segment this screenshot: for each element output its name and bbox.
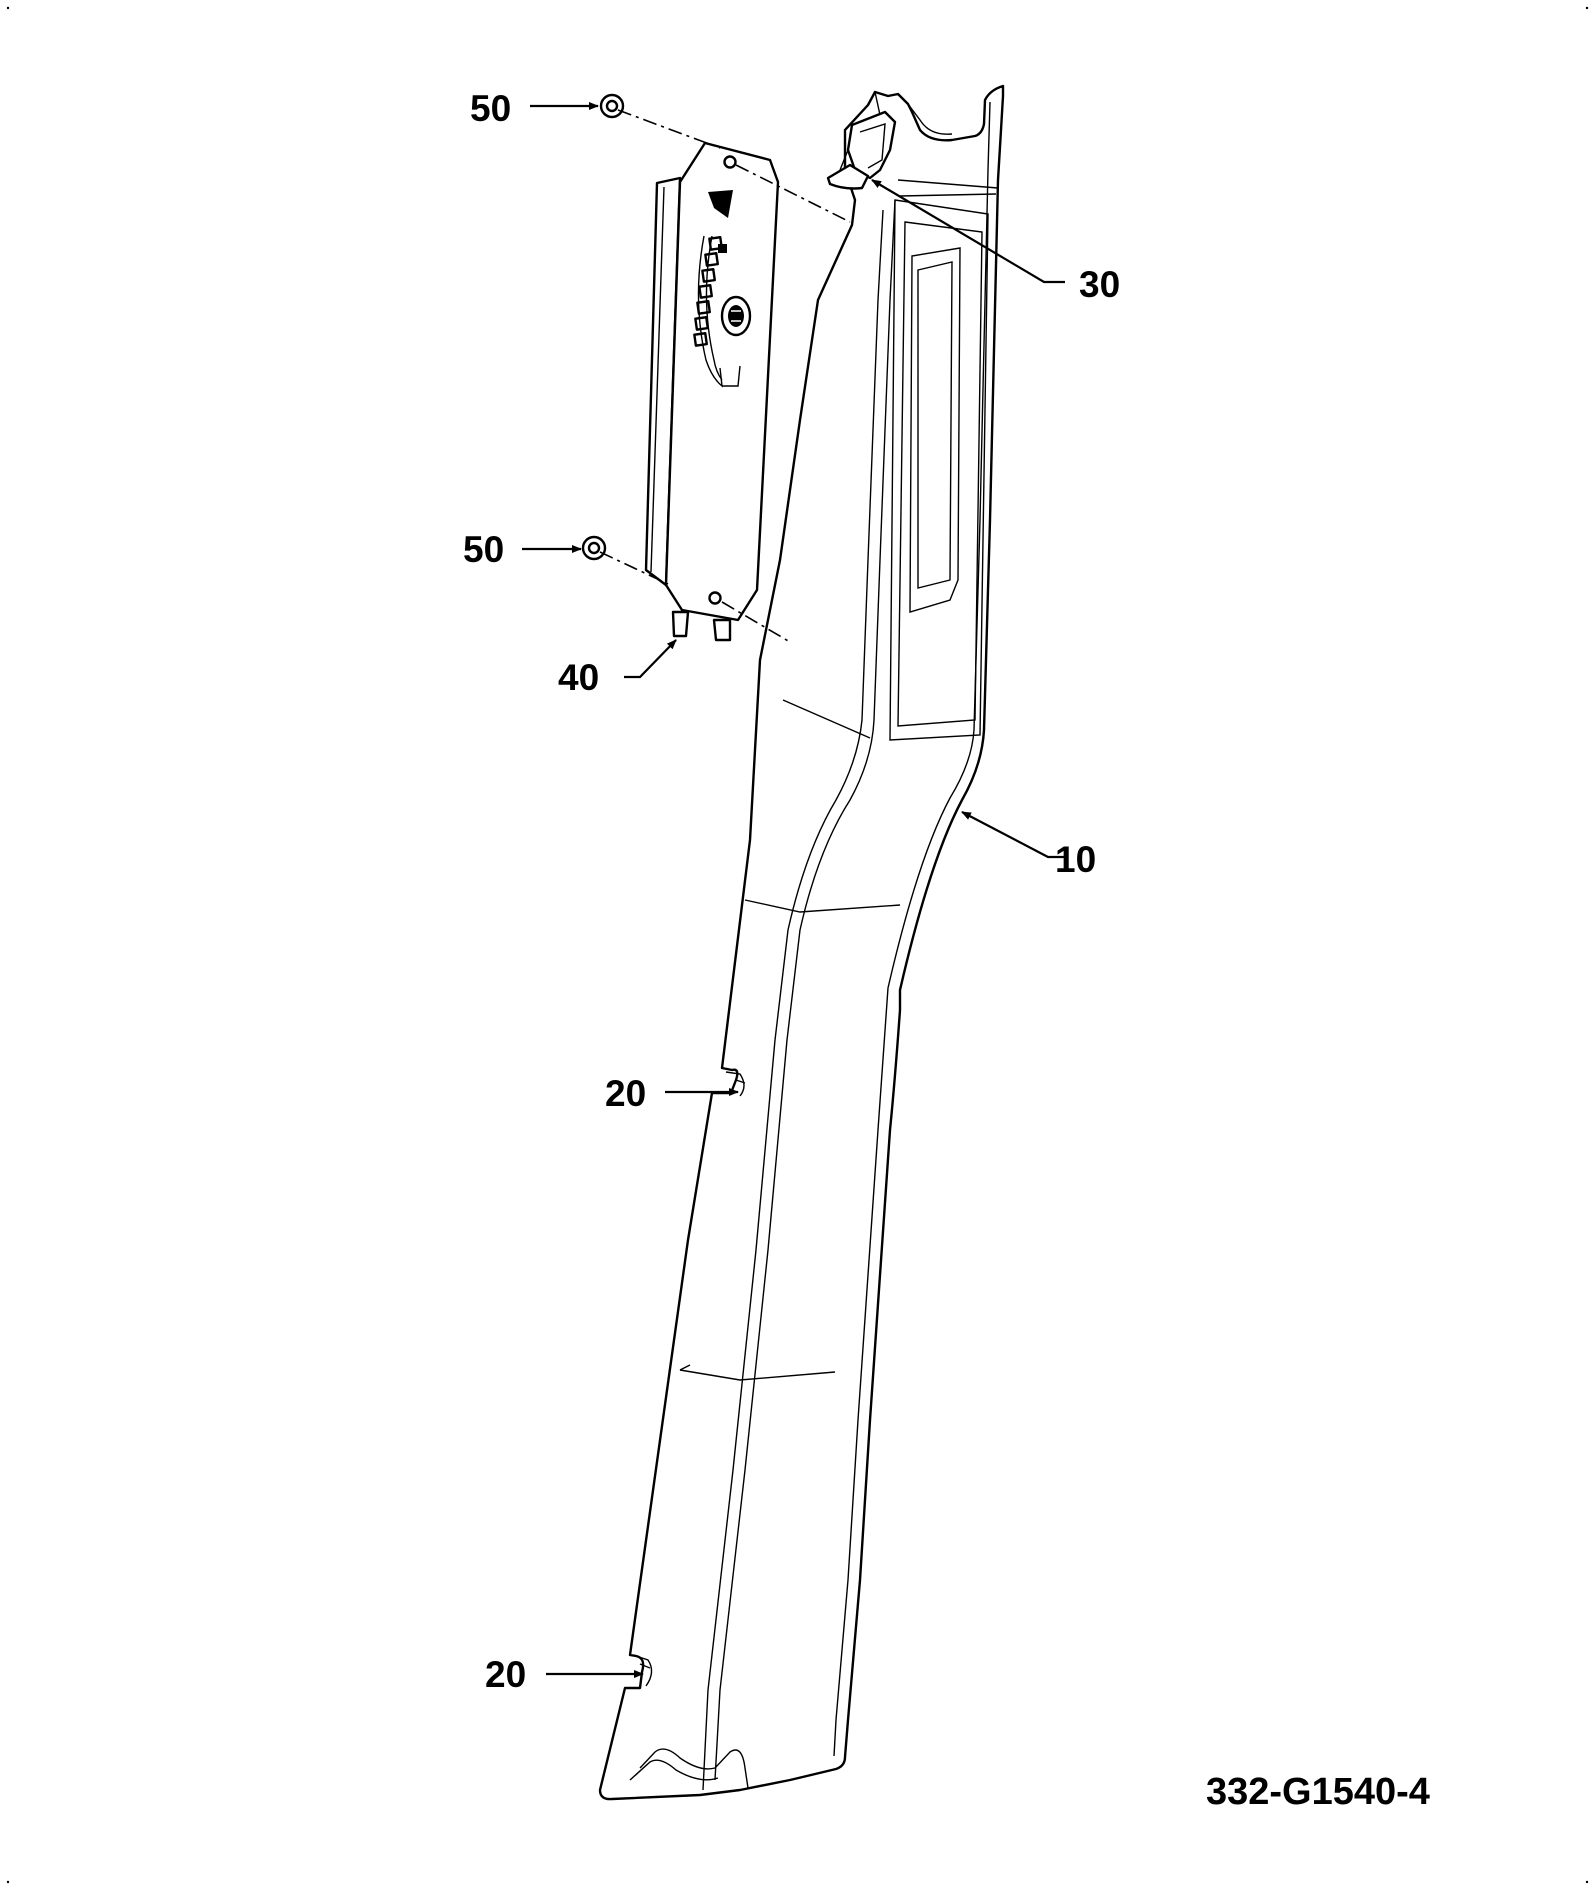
- assembly-lines: [599, 109, 851, 643]
- callout-10: 10: [1055, 839, 1096, 880]
- callout-40: 40: [558, 657, 599, 698]
- switch-buttons: [693, 236, 727, 347]
- leader-lines: [522, 102, 1066, 1678]
- callout-30: 30: [1079, 264, 1120, 305]
- screw-part-50-top: [599, 93, 625, 119]
- callout-20-lower: 20: [485, 1654, 526, 1695]
- corner-marks: [6, 6, 1589, 1884]
- callout-20-upper: 20: [605, 1073, 646, 1114]
- callout-50-top: 50: [470, 88, 511, 129]
- trim-panel-part-10: [598, 84, 1005, 1801]
- callout-50-mid: 50: [463, 529, 504, 570]
- screw-part-50-mid: [581, 535, 607, 561]
- clip-part-30: [826, 110, 897, 190]
- switch-panel-part-40: [644, 141, 780, 642]
- drawing-number: 332-G1540-4: [1206, 1771, 1430, 1813]
